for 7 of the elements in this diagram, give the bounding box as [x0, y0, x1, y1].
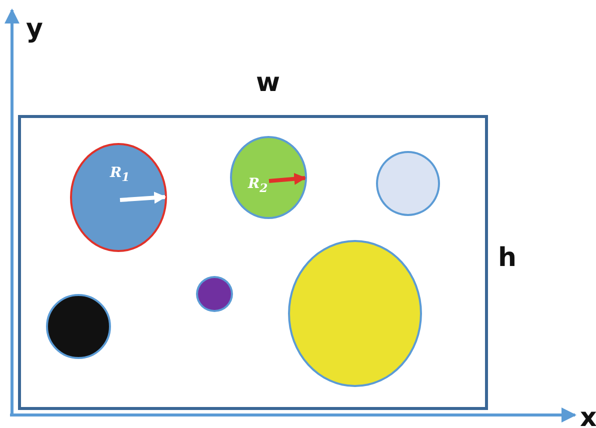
axis-label: y — [26, 16, 43, 42]
radius-label: R$_{1}$ — [110, 165, 130, 185]
radius-label: R$_{2}$ — [248, 176, 268, 196]
domain-rectangle — [18, 115, 488, 410]
circle — [196, 276, 233, 312]
dimension-label: w — [256, 70, 280, 96]
dimension-label: h — [498, 245, 517, 271]
